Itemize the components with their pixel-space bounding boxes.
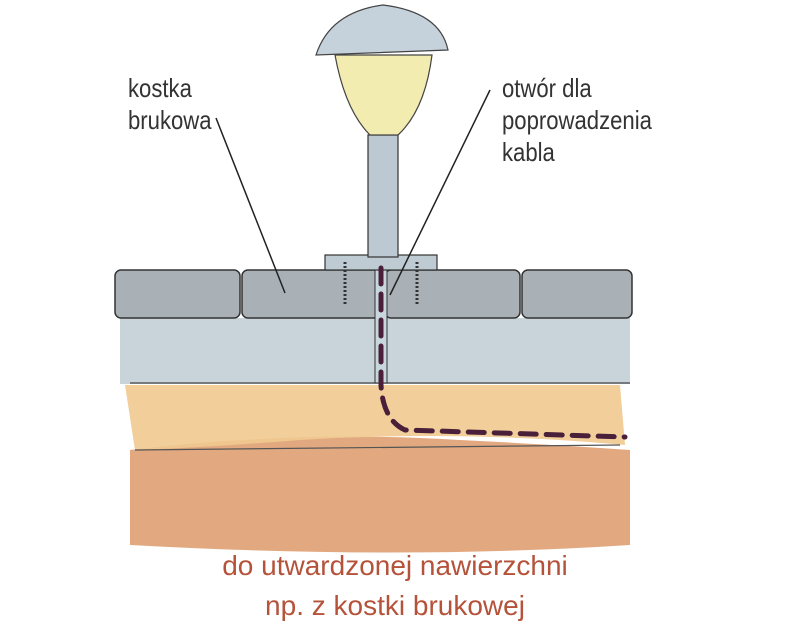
caption-line-1: do utwardzonej nawierzchni (222, 550, 568, 581)
caption-line-2: np. z kostki brukowej (265, 590, 525, 621)
paver-stones (114, 269, 633, 319)
label-cable-hole: otwór dla poprowadzenia kabla (502, 73, 652, 167)
paver-leader-line (215, 117, 286, 294)
lamp-glass (334, 54, 433, 136)
cable-hole-leader-line (389, 89, 491, 296)
lamp-cap (315, 4, 449, 56)
lamp-pole (367, 134, 399, 258)
label-paver: kostka brukowa (128, 73, 212, 135)
soil-layer (130, 436, 630, 553)
cable (378, 265, 628, 440)
